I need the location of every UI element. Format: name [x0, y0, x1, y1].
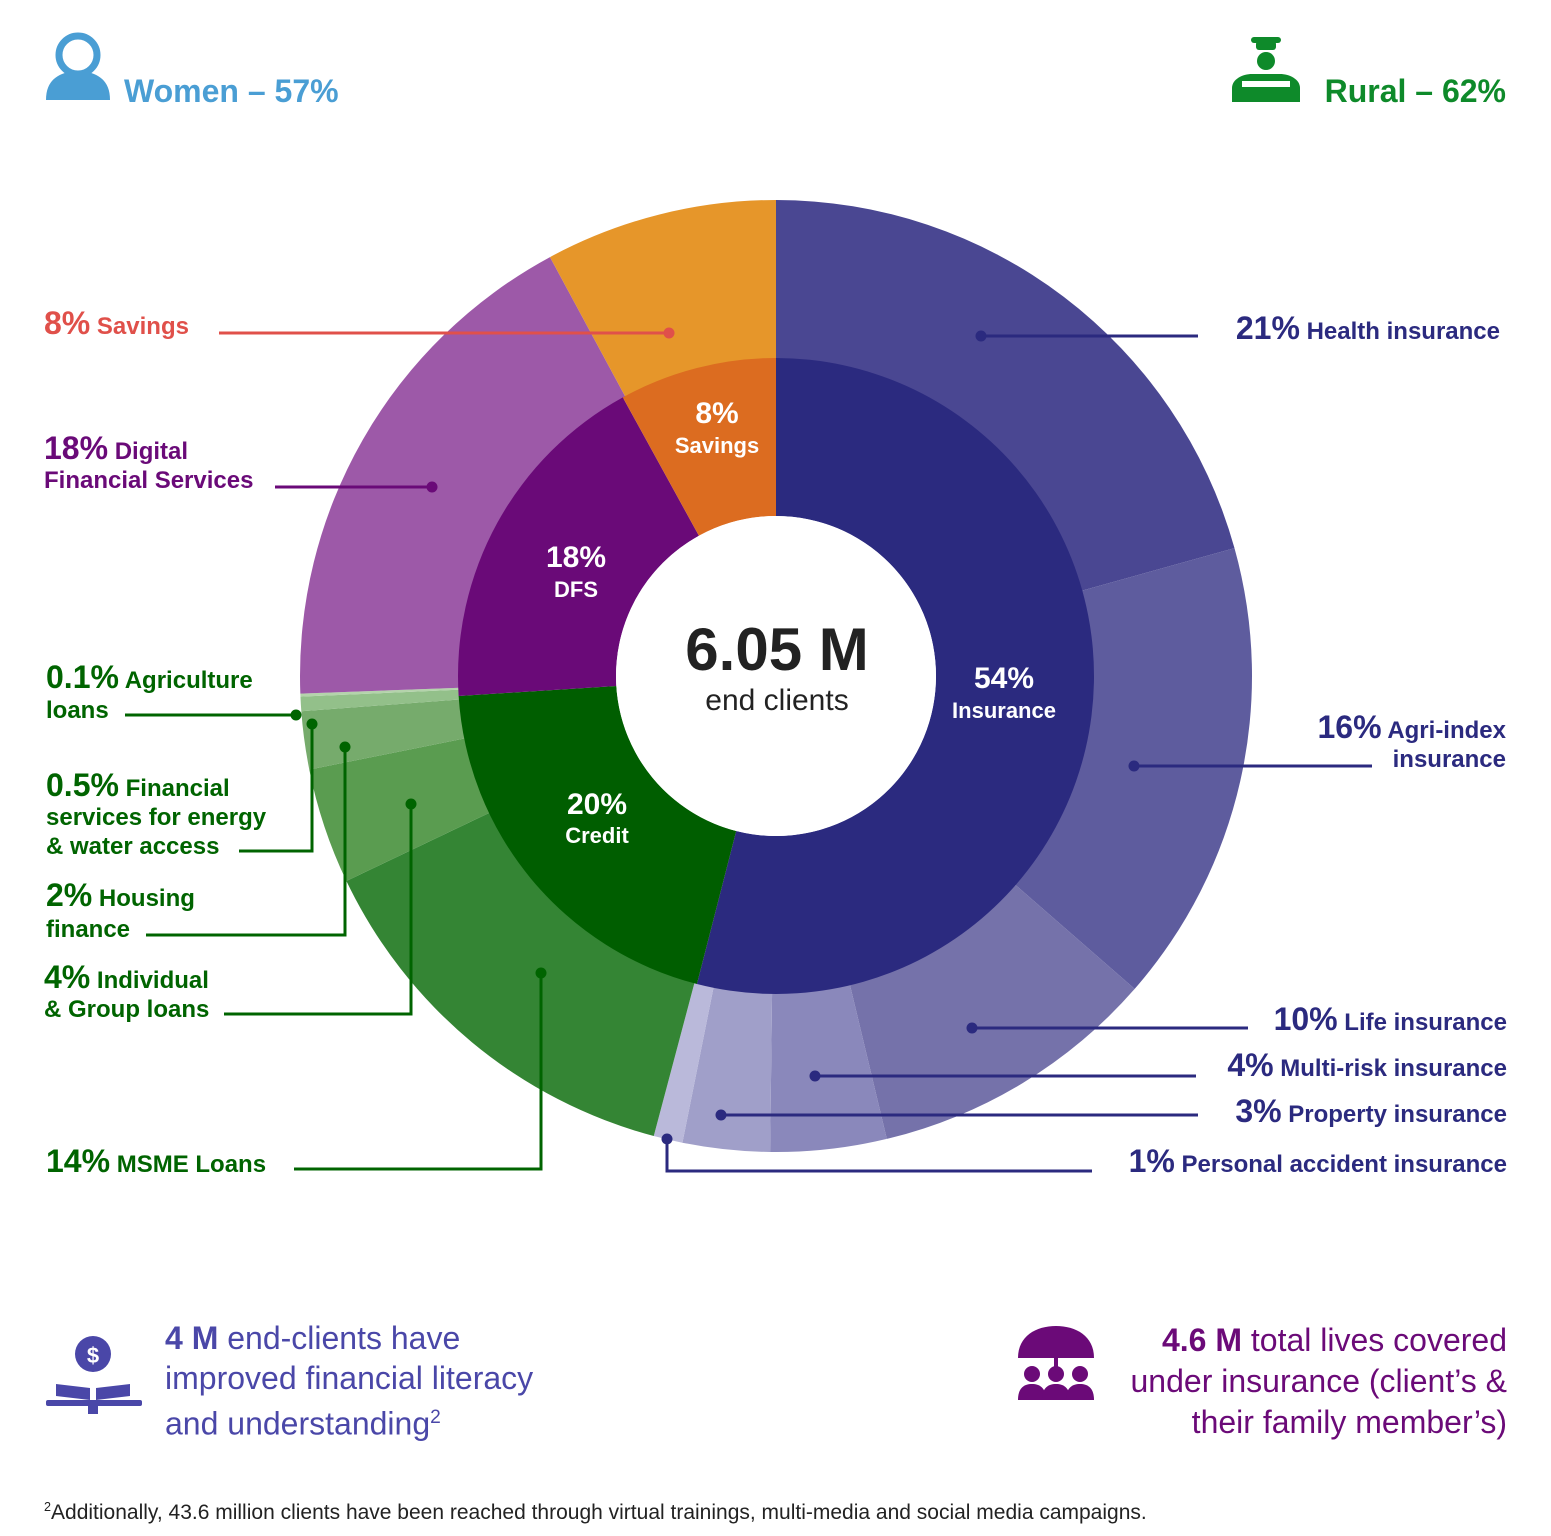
inner-label-credit-pct: 20% — [567, 788, 627, 821]
leader-dot-energy-water — [306, 718, 318, 730]
callout-labels: 21% Health insurance 16% Agri-index insu… — [44, 305, 1507, 1179]
outer-slice-health-insurance — [776, 200, 1235, 592]
callout-individual-group-line2: & Group loans — [44, 996, 209, 1023]
leader-dot-agriculture — [290, 709, 302, 721]
leader-dot-housing — [339, 741, 351, 753]
outer-slice-digital-financial-services — [300, 257, 626, 694]
callout-agri-index: 16% Agri-index — [1317, 709, 1506, 745]
inner-ring-labels: 54% Insurance 20% Credit 18% DFS 8% Savi… — [546, 397, 1056, 848]
callout-health: 21% Health insurance — [1236, 310, 1500, 346]
callout-housing-line2: finance — [46, 916, 130, 943]
footnote-text: Additionally, 43.6 million clients have … — [51, 1501, 1147, 1524]
leader-dot-msme — [535, 967, 547, 979]
leader-dot-life — [966, 1022, 978, 1034]
insurance-summary-value: 4.6 M — [1161, 1322, 1242, 1358]
literacy-summary: 4 M end-clients have improved financial … — [165, 1318, 595, 1444]
callout-energy-water: 0.5% Financial — [46, 767, 230, 803]
footnote-marker: 2 — [44, 1500, 52, 1514]
callout-savings: 8% Savings — [44, 305, 189, 341]
literacy-summary-value: 4 M — [165, 1320, 219, 1356]
inner-label-insurance: Insurance — [952, 698, 1056, 723]
callout-dfs-line2: Financial Services — [44, 467, 253, 494]
woman-avatar-icon — [46, 32, 110, 100]
leader-line-energy-water — [239, 724, 314, 853]
leader-dots — [290, 327, 1140, 1145]
outer-slice-financial-services-for-energy-water-access — [300, 689, 461, 712]
inner-ring — [458, 358, 1095, 994]
callout-energy-water-line2: services for energy — [46, 804, 267, 831]
callout-agri-index-line2: insurance — [1393, 746, 1506, 773]
leader-dot-multi-risk — [809, 1070, 821, 1082]
inner-label-dfs: DFS — [554, 577, 598, 602]
leader-line-personal-accident — [665, 1139, 1092, 1173]
inner-label-insurance-pct: 54% — [974, 662, 1034, 695]
umbrella-family-icon — [1018, 1326, 1094, 1400]
literacy-footnote-ref: 2 — [430, 1407, 441, 1428]
callout-personal-accident: 1% Personal accident insurance — [1129, 1143, 1507, 1179]
inner-slice-insurance — [696, 358, 1095, 994]
leader-line-housing — [146, 747, 347, 937]
outer-ring — [300, 200, 1252, 1152]
rural-stat-label: Rural – 62% — [1325, 73, 1506, 109]
outer-slice-individual-group-loans — [309, 738, 491, 882]
callout-property: 3% Property insurance — [1235, 1093, 1507, 1129]
callout-life: 10% Life insurance — [1274, 1001, 1507, 1037]
donut-chart: 6.05 M end clients 54% Insurance 20% Cre… — [300, 200, 1252, 1152]
outer-slice-housing-finance — [301, 699, 467, 770]
callout-dfs: 18% Digital — [44, 430, 188, 466]
callout-multi-risk: 4% Multi-risk insurance — [1227, 1047, 1507, 1083]
farmer-icon — [1232, 37, 1300, 102]
leader-dot-individual-group — [405, 798, 417, 810]
leader-dot-dfs — [426, 481, 438, 493]
inner-label-savings: Savings — [675, 433, 759, 458]
leader-dot-personal-accident — [661, 1133, 673, 1145]
inner-slice-dfs — [458, 397, 699, 696]
callout-individual-group: 4% Individual — [44, 959, 209, 995]
callout-agriculture: 0.1% Agriculture — [46, 659, 253, 695]
callout-msme: 14% MSME Loans — [46, 1143, 266, 1179]
inner-slice-credit — [458, 686, 737, 985]
insurance-summary: 4.6 M total lives covered under insuranc… — [1087, 1320, 1508, 1443]
outer-slice-multi-risk-insurance — [770, 983, 887, 1152]
inner-label-dfs-pct: 18% — [546, 541, 606, 574]
outer-slice-personal-accident-insurance — [653, 981, 714, 1143]
inner-slice-savings — [622, 358, 776, 536]
leader-dot-property — [715, 1109, 727, 1121]
women-stat: Women – 57% — [46, 32, 339, 109]
callout-energy-water-line3: & water access — [46, 833, 219, 860]
outer-slice-agriculture-loans — [300, 687, 461, 697]
leader-line-individual-group — [224, 804, 413, 1016]
svg-text:$: $ — [87, 1343, 99, 1368]
women-stat-label: Women – 57% — [124, 73, 339, 109]
leader-dot-agri-index — [1128, 760, 1140, 772]
center-label: end clients — [705, 684, 848, 717]
center-value: 6.05 M — [685, 616, 868, 683]
insurance-summary-text: total lives covered under insurance (cli… — [1130, 1322, 1508, 1440]
callout-housing: 2% Housing — [46, 877, 195, 913]
book-dollar-icon: $ — [46, 1336, 142, 1414]
leader-line-msme — [294, 973, 543, 1171]
literacy-summary-text: end-clients have improved financial lite… — [165, 1320, 534, 1442]
rural-stat: Rural – 62% — [1232, 37, 1506, 109]
leader-lines — [125, 331, 1372, 1173]
outer-slice-property-insurance — [682, 985, 773, 1152]
leader-dot-health — [975, 330, 987, 342]
leader-dot-savings — [663, 327, 675, 339]
inner-label-credit: Credit — [565, 823, 629, 848]
callout-agriculture-line2: loans — [46, 697, 109, 724]
outer-slice-msme-loans — [346, 812, 695, 1137]
inner-label-savings-pct: 8% — [695, 397, 738, 430]
outer-slice-savings — [549, 200, 776, 398]
footnote: 2Additionally, 43.6 million clients have… — [44, 1500, 1147, 1525]
donut-hole — [616, 516, 936, 836]
